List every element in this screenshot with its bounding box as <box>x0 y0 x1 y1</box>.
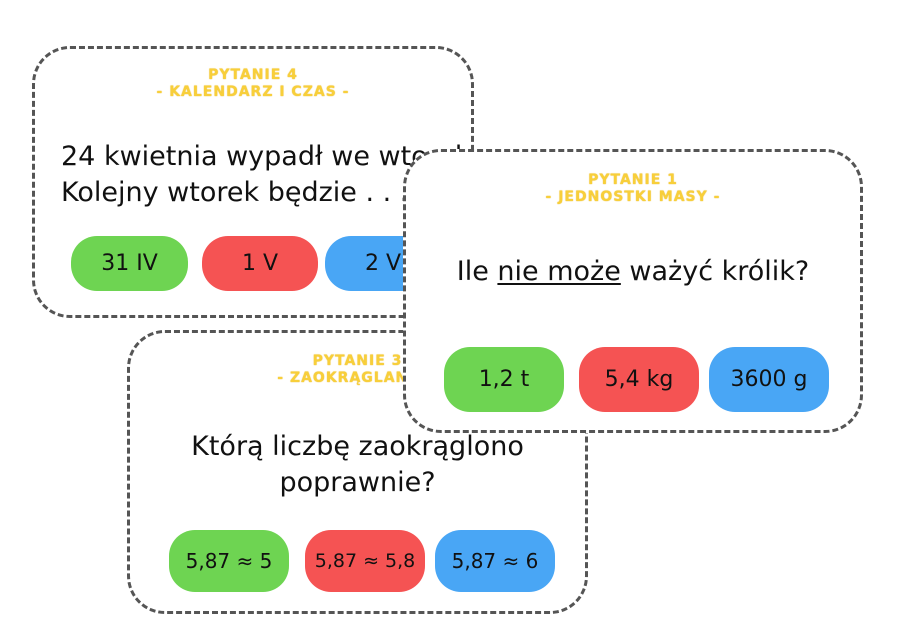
question-card-1: PYTANIE 1 - JEDNOSTKI MASY - Ile nie moż… <box>403 149 863 433</box>
card-1-answer-b[interactable]: 5,4 kg <box>579 347 699 412</box>
card-3-title: PYTANIE 3 - ZAOKRĄGLANIE - <box>130 353 585 387</box>
card-4-title-text: PYTANIE 4 <box>208 67 298 83</box>
question-card-3: PYTANIE 3 - ZAOKRĄGLANIE - Którą liczbę … <box>127 330 588 614</box>
card-1-question-before: Ile <box>456 256 498 287</box>
card-1-answer-a[interactable]: 1,2 t <box>444 347 564 412</box>
card-3-title-text: PYTANIE 3 <box>312 353 403 369</box>
card-4-question-line-2: Kolejny wtorek będzie . . . <box>61 177 409 208</box>
card-3-question: Którą liczbę zaokrąglono poprawnie? <box>130 429 585 501</box>
card-3-answer-c[interactable]: 5,87 ≈ 6 <box>435 530 555 592</box>
card-1-answer-c[interactable]: 3600 g <box>709 347 829 412</box>
card-3-subtitle-text: - ZAOKRĄGLANIE - <box>277 370 438 386</box>
card-4-title: PYTANIE 4 - KALENDARZ I CZAS - <box>35 67 471 101</box>
card-4-subtitle-text: - KALENDARZ I CZAS - <box>156 84 350 100</box>
card-3-answer-b[interactable]: 5,87 ≈ 5,8 <box>305 530 425 592</box>
card-4-answer-a[interactable]: 31 IV <box>71 236 188 291</box>
card-3-question-line-1: Którą liczbę zaokrąglono <box>191 431 524 462</box>
card-3-answer-a[interactable]: 5,87 ≈ 5 <box>169 530 289 592</box>
card-3-question-line-2: poprawnie? <box>279 467 436 498</box>
card-1-question: Ile nie może ważyć królik? <box>406 254 860 290</box>
card-1-question-after: ważyć królik? <box>620 256 810 287</box>
card-4-question: 24 kwietnia wypadł we wtorek. Kolejny wt… <box>61 139 479 211</box>
card-1-subtitle-text: - JEDNOSTKI MASY - <box>545 189 721 205</box>
card-1-question-emphasis: nie może <box>497 256 621 287</box>
card-1-title: PYTANIE 1 - JEDNOSTKI MASY - <box>406 172 860 206</box>
card-1-title-text: PYTANIE 1 <box>588 172 678 188</box>
card-4-answer-b[interactable]: 1 V <box>202 236 318 291</box>
question-card-4: PYTANIE 4 - KALENDARZ I CZAS - 24 kwietn… <box>32 46 479 318</box>
